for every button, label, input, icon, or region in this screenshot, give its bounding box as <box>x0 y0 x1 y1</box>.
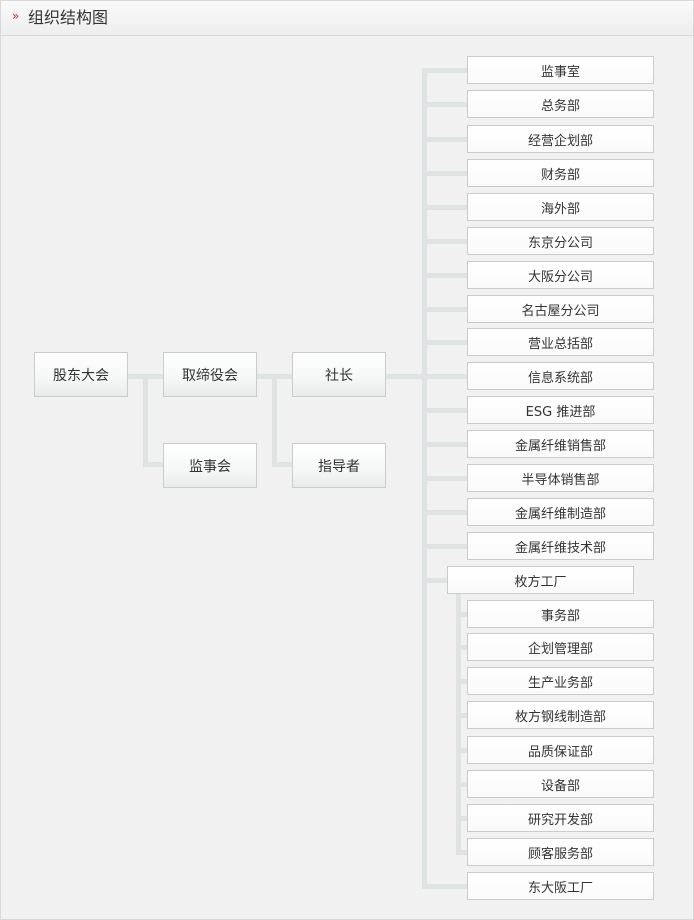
page-title: 组织结构图 <box>28 8 109 27</box>
branch-connector <box>422 408 468 413</box>
branch-connector <box>422 68 468 73</box>
dept-box: 名古屋分公司 <box>467 295 654 323</box>
node-audit-board: 监事会 <box>163 443 257 488</box>
factory-branch-connector <box>456 713 468 718</box>
dept-box-factory: 枚方工厂 <box>447 566 634 594</box>
dept-box: 半导体销售部 <box>467 464 654 492</box>
dept-box: 总务部 <box>467 90 654 118</box>
factory-sub-box: 研究开发部 <box>467 804 654 832</box>
dept-box: 营业总括部 <box>467 328 654 356</box>
dept-box: 金属纤维制造部 <box>467 498 654 526</box>
factory-branch-connector <box>456 612 468 617</box>
factory-branch-connector <box>456 850 468 855</box>
node-advisor: 指导者 <box>292 443 386 488</box>
connector-board-vertical <box>143 374 148 466</box>
branch-connector <box>422 239 468 244</box>
branch-connector <box>422 884 468 889</box>
branch-connector <box>422 578 448 583</box>
dept-box: 东京分公司 <box>467 227 654 255</box>
connector-president-vertical <box>272 374 277 466</box>
node-board-of-directors: 取缔役会 <box>163 352 257 397</box>
double-chevron-icon: » <box>12 9 20 23</box>
dept-box: 金属纤维销售部 <box>467 430 654 458</box>
branch-connector <box>422 205 468 210</box>
factory-branch-connector <box>456 679 468 684</box>
branch-connector <box>422 442 468 447</box>
factory-sub-box: 顾客服务部 <box>467 838 654 866</box>
branch-connector <box>422 171 468 176</box>
factory-sub-box: 生产业务部 <box>467 667 654 695</box>
factory-sub-box: 品质保证部 <box>467 736 654 764</box>
connector-president-trunk <box>386 374 426 379</box>
branch-connector <box>422 102 468 107</box>
branch-connector <box>422 307 468 312</box>
branch-connector <box>422 340 468 345</box>
node-president: 社长 <box>292 352 386 397</box>
branch-connector <box>422 476 468 481</box>
factory-sub-box: 枚方钢线制造部 <box>467 701 654 729</box>
branch-connector <box>422 273 468 278</box>
factory-sub-box: 设备部 <box>467 770 654 798</box>
factory-sub-box: 企划管理部 <box>467 633 654 661</box>
factory-branch-connector <box>456 816 468 821</box>
dept-box: 经营企划部 <box>467 125 654 153</box>
panel-header: » 组织结构图 <box>1 1 693 36</box>
dept-box: 财务部 <box>467 159 654 187</box>
node-shareholders-meeting: 股东大会 <box>34 352 128 397</box>
connector-advisor <box>272 462 293 467</box>
dept-box-east-osaka-factory: 东大阪工厂 <box>467 872 654 900</box>
factory-branch-connector <box>456 782 468 787</box>
branch-connector <box>422 374 468 379</box>
dept-box: 金属纤维技术部 <box>467 532 654 560</box>
connector-auditors <box>143 462 164 467</box>
branch-connector <box>422 544 468 549</box>
branch-connector <box>422 137 468 142</box>
dept-box: 监事室 <box>467 56 654 84</box>
factory-branch-connector <box>456 645 468 650</box>
dept-box: 信息系统部 <box>467 362 654 390</box>
factory-sub-box: 事务部 <box>467 600 654 628</box>
factory-branch-connector <box>456 748 468 753</box>
dept-box: 海外部 <box>467 193 654 221</box>
dept-box: 大阪分公司 <box>467 261 654 289</box>
dept-box: ESG 推进部 <box>467 396 654 424</box>
branch-connector <box>422 510 468 515</box>
